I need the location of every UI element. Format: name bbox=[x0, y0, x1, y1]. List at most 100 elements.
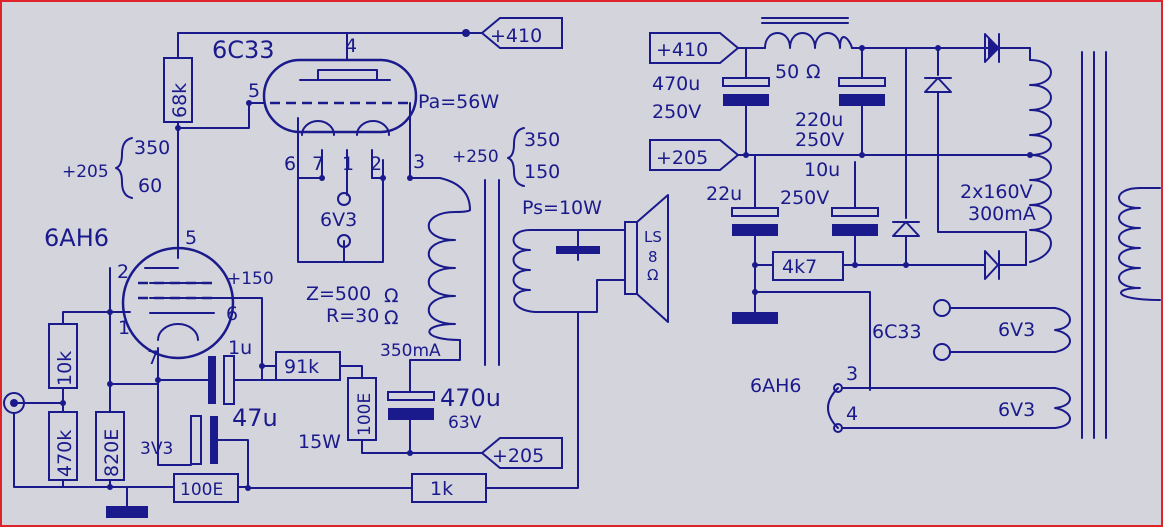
capacitor-1u-label: 1u bbox=[228, 337, 252, 359]
tube-6ah6 bbox=[121, 246, 235, 360]
heater-terminal-a bbox=[337, 192, 351, 206]
bracket-right-bottom: 150 bbox=[524, 161, 560, 183]
note-plate-dissipation: Pa=56W bbox=[418, 91, 499, 113]
ps-cap-470u-voltage: 250V bbox=[652, 101, 701, 123]
heater-group-6ah6: 6AH6 bbox=[750, 375, 801, 397]
pin-label-3: 3 bbox=[413, 151, 425, 173]
output-transformer-secondary bbox=[512, 229, 536, 313]
resistor-4k7: 4k7 bbox=[772, 251, 844, 281]
terminal-plus205: +205 bbox=[480, 437, 563, 469]
power-transformer-secondary bbox=[1029, 59, 1052, 263]
resistor-470k-label: 470k bbox=[54, 430, 76, 477]
heater-6c33-terminal-a bbox=[933, 299, 951, 317]
pin-label-1: 1 bbox=[342, 153, 354, 175]
ohm-symbol-r: Ω bbox=[384, 307, 399, 329]
terminal-plus205-ps: +205 bbox=[649, 139, 740, 171]
loudspeaker: LS 8 Ω bbox=[624, 194, 669, 323]
note-impedance: Z=500 bbox=[306, 283, 371, 305]
output-transformer-primary bbox=[427, 209, 471, 341]
capacitor-47u bbox=[190, 415, 218, 465]
driver-pin-5: 5 bbox=[185, 227, 197, 249]
resistor-100e-a: 100E bbox=[173, 473, 239, 503]
note-3v3: 3V3 bbox=[140, 439, 173, 459]
ground-left bbox=[106, 506, 148, 518]
voltage-plus205-left: +205 bbox=[62, 162, 109, 182]
resistor-91k: 91k bbox=[275, 351, 341, 381]
capacitor-47u-label: 47u bbox=[232, 404, 278, 432]
driver-pin-2: 2 bbox=[117, 261, 129, 283]
ps-cap-10u-label: 10u bbox=[804, 159, 840, 181]
choke-ohm: Ω bbox=[806, 61, 821, 83]
terminal-plus205-ps-label: +205 bbox=[656, 147, 708, 169]
voltage-plus150: +150 bbox=[227, 269, 274, 289]
driver-pin-1: 1 bbox=[118, 317, 130, 339]
heater-6c33-terminal-b bbox=[933, 343, 951, 361]
ls-impedance: 8 bbox=[648, 248, 658, 266]
pin-label-5: 5 bbox=[248, 80, 260, 102]
ps-cap-470u-label: 470u bbox=[652, 73, 700, 95]
ls-ohm: Ω bbox=[647, 266, 658, 284]
capacitor-470u-voltage: 63V bbox=[448, 413, 482, 433]
resistor-10k-label: 10k bbox=[54, 351, 76, 386]
pin-label-4: 4 bbox=[345, 35, 357, 57]
heater-label: 6V3 bbox=[320, 209, 357, 231]
diode-bridge bbox=[892, 33, 1031, 280]
heater-pin-4: 4 bbox=[846, 403, 858, 425]
note-output-power: Ps=10W bbox=[522, 197, 602, 219]
voltage-plus250: +250 bbox=[452, 147, 499, 167]
ls-cap-top bbox=[556, 246, 600, 254]
bracket-left-top: 350 bbox=[134, 137, 170, 159]
tube-6c33-label: 6C33 bbox=[212, 36, 275, 64]
pin-label-6: 6 bbox=[284, 153, 296, 175]
capacitor-470u-250v bbox=[722, 77, 770, 106]
terminal-plus410-label: +410 bbox=[490, 25, 542, 47]
terminal-plus410: +410 bbox=[480, 17, 563, 49]
resistor-470k: 470k bbox=[48, 411, 78, 481]
ps-cap-220u-voltage: 250V bbox=[795, 129, 844, 151]
capacitor-22u bbox=[731, 207, 779, 236]
resistor-91k-label: 91k bbox=[284, 356, 319, 378]
bracket-right-top: 350 bbox=[524, 129, 560, 151]
terminal-plus205-label: +205 bbox=[492, 445, 544, 467]
terminal-plus410-ps-label: +410 bbox=[656, 39, 708, 61]
secondary-voltage: 2x160V bbox=[960, 181, 1033, 203]
driver-pin-7: 7 bbox=[147, 347, 159, 369]
heater-6v3-upper: 6V3 bbox=[998, 319, 1035, 341]
note-resistance: R=30 bbox=[326, 305, 379, 327]
resistor-68k-label: 68k bbox=[169, 83, 191, 118]
tube-6c33 bbox=[262, 58, 418, 161]
pin-label-7: 7 bbox=[312, 153, 324, 175]
capacitor-1u bbox=[208, 355, 235, 405]
choke-label: 50 bbox=[775, 61, 799, 83]
ps-cap-10u-voltage: 250V bbox=[780, 187, 829, 209]
driver-pin-6: 6 bbox=[226, 303, 238, 325]
resistor-4k7-label: 4k7 bbox=[782, 256, 817, 278]
note-15w: 15W bbox=[298, 431, 341, 453]
bracket-left-bottom: 60 bbox=[138, 175, 162, 197]
heater-group-6c33: 6C33 bbox=[872, 321, 922, 343]
resistor-820e: 820E bbox=[95, 411, 125, 481]
capacitor-470u-63v bbox=[387, 391, 435, 420]
secondary-current: 300mA bbox=[968, 203, 1036, 225]
resistor-1k-label: 1k bbox=[430, 478, 453, 500]
tube-6ah6-label: 6AH6 bbox=[44, 224, 109, 252]
heater-6v3-lower: 6V3 bbox=[998, 399, 1035, 421]
ps-cap-22u-label: 22u bbox=[706, 183, 742, 205]
choke-50 bbox=[761, 17, 853, 49]
heater-pin-3: 3 bbox=[846, 363, 858, 385]
resistor-10k: 10k bbox=[48, 323, 78, 389]
ps-cap-220u-label: 220u bbox=[795, 109, 843, 131]
resistor-100e-b-label: 100E bbox=[355, 393, 375, 436]
resistor-100e-b: 100E bbox=[347, 377, 377, 441]
ohm-symbol-z: Ω bbox=[384, 285, 399, 307]
ls-label: LS bbox=[644, 228, 662, 246]
capacitor-470u-label: 470u bbox=[440, 384, 501, 412]
power-transformer-primary bbox=[1118, 187, 1161, 301]
pin-label-2: 2 bbox=[370, 153, 382, 175]
capacitor-10u bbox=[831, 207, 879, 236]
capacitor-220u-250v bbox=[838, 77, 886, 106]
resistor-1k: 1k bbox=[411, 473, 487, 503]
note-current-350ma: 350mA bbox=[380, 341, 441, 361]
